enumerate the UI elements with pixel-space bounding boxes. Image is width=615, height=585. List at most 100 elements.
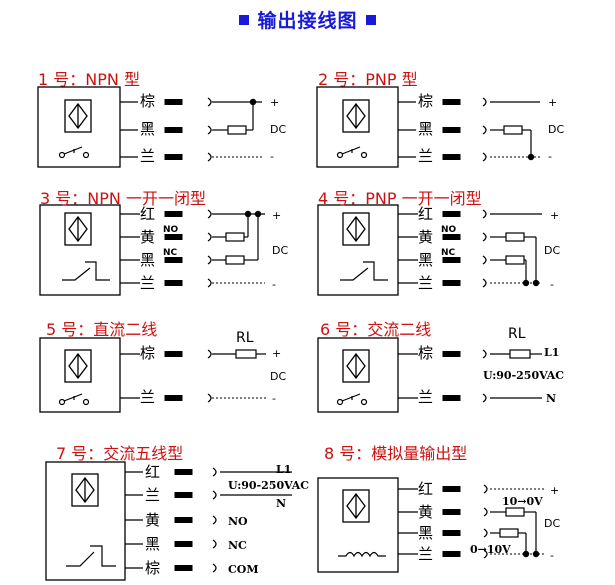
- s4-w3-socket-icon: [482, 278, 487, 288]
- s7-no: NO: [228, 515, 248, 528]
- s8-range-bottom: 0→10V: [470, 543, 511, 556]
- s8-minus: -: [550, 549, 554, 562]
- s1-w2-socket-icon: [207, 152, 212, 162]
- s8-w2-plug-icon: [442, 530, 461, 536]
- s6-switch-blade: [341, 393, 361, 402]
- s3-w1-socket-icon: [207, 232, 212, 242]
- s6-switch-b: [360, 398, 368, 406]
- s3-nc: NC: [163, 248, 178, 258]
- s1-wire-blue: 兰: [140, 147, 156, 165]
- s7-w3-plug-icon: [174, 541, 193, 547]
- s7-w1-socket-icon: [212, 490, 217, 500]
- page-title-bar: 输出接线图: [0, 6, 615, 33]
- s5-w1-socket-icon: [207, 393, 212, 403]
- s5-w0-plug-icon: [164, 351, 183, 357]
- s3-nc-resistor-icon: [225, 255, 245, 265]
- s2-resistor-icon: [503, 125, 523, 135]
- s5-load-resistor-icon: [235, 349, 257, 359]
- s8-w3-socket-icon: [483, 549, 488, 559]
- s1-w0-socket-icon: [207, 97, 212, 107]
- s2-w2-plug-icon: [442, 154, 461, 160]
- section-4-title: 4 号：PNP 一开一闭型: [318, 189, 482, 208]
- s3-wire-blue: 兰: [140, 274, 156, 292]
- s4-plus: +: [550, 209, 560, 222]
- s3-no-resistor-icon: [225, 232, 245, 242]
- s5-plus: +: [272, 347, 282, 360]
- s3-wire-red: 红: [140, 205, 156, 223]
- s4-w2-plug-icon: [442, 257, 461, 263]
- s7-wire-brown: 棕: [145, 559, 161, 577]
- s6-w1-plug-icon: [442, 395, 461, 401]
- s3-w0-socket-icon: [207, 209, 212, 219]
- s3-w2-socket-icon: [207, 255, 212, 265]
- s7-wire-black: 黑: [145, 535, 161, 553]
- s4-w3-plug-icon: [442, 280, 461, 286]
- s7-w2-socket-icon: [212, 515, 217, 525]
- s1-switch-a: [58, 151, 66, 159]
- s3-w3-socket-icon: [207, 278, 212, 288]
- s5-switch-a: [58, 398, 66, 406]
- s8-b-resistor-icon: [499, 528, 519, 538]
- s4-no-resistor-icon: [505, 232, 525, 242]
- s7-w1-plug-icon: [174, 492, 193, 498]
- s7-w4-plug-icon: [174, 565, 193, 571]
- s7-wire-yellow: 黄: [145, 511, 161, 529]
- s4-wire-yellow: 黄: [418, 228, 434, 246]
- s1-w2-plug-icon: [164, 154, 183, 160]
- s3-plus: +: [272, 209, 282, 222]
- s7-w4-socket-icon: [212, 563, 217, 573]
- s2-wire-black: 黑: [418, 120, 434, 138]
- s4-w0-plug-icon: [442, 211, 461, 217]
- s8-w1-plug-icon: [442, 509, 461, 515]
- s8-w3-plug-icon: [442, 551, 461, 557]
- s7-com: COM: [228, 563, 259, 576]
- s7-l1: L1: [276, 463, 292, 476]
- s7-w3-socket-icon: [212, 539, 217, 549]
- s4-w2-socket-icon: [482, 255, 487, 265]
- s8-w1-socket-icon: [483, 507, 488, 517]
- s4-switch-changeover: [340, 261, 388, 281]
- s6-w0-plug-icon: [442, 351, 461, 357]
- s3-w2-plug-icon: [164, 257, 183, 263]
- s4-dc: DC: [544, 244, 561, 257]
- s1-plus: +: [270, 96, 280, 109]
- section-2-title: 2 号：PNP 型: [318, 70, 418, 89]
- s4-wire-black: 黑: [418, 251, 434, 269]
- s7-wire-red: 红: [145, 463, 161, 481]
- s3-switch-changeover: [62, 261, 110, 281]
- s4-w0-socket-icon: [482, 209, 487, 219]
- s4-minus: -: [550, 278, 554, 291]
- title-square-right-icon: [365, 14, 376, 25]
- s5-w1-plug-icon: [164, 395, 183, 401]
- s2-w0-plug-icon: [442, 99, 461, 105]
- s6-load-resistor-icon: [509, 349, 531, 359]
- s2-switch-a: [336, 151, 344, 159]
- s7-n: N: [276, 497, 287, 510]
- s3-w0-plug-icon: [164, 211, 183, 217]
- s1-w1-plug-icon: [164, 127, 183, 133]
- s3-no: NO: [163, 225, 179, 235]
- s6-w0-socket-icon: [482, 349, 487, 359]
- s7-switch-changeover: [66, 545, 116, 567]
- section-7-title: 7 号：交流五线型: [56, 444, 184, 463]
- s4-no: NO: [441, 225, 457, 235]
- s2-switch-blade: [341, 146, 361, 155]
- s8-dc: DC: [544, 517, 561, 530]
- s4-nc: NC: [441, 248, 456, 258]
- s3-wire-black: 黑: [140, 251, 156, 269]
- s4-nc-resistor-icon: [505, 255, 525, 265]
- s1-switch-b: [82, 151, 90, 159]
- s6-load-label: RL: [508, 326, 526, 342]
- s8-y-resistor-icon: [505, 507, 525, 517]
- s3-w3-plug-icon: [164, 280, 183, 286]
- s1-dc: DC: [270, 123, 287, 136]
- s3-wire-yellow: 黄: [140, 228, 156, 246]
- section-3-title: 3 号：NPN 一开一闭型: [40, 189, 206, 208]
- s1-minus: -: [270, 150, 274, 163]
- s8-plus: +: [550, 484, 560, 497]
- s7-voltage: U:90-250VAC: [228, 479, 310, 492]
- s6-switch-a: [336, 398, 344, 406]
- s6-wire-brown: 棕: [418, 344, 434, 362]
- s4-wire-blue: 兰: [418, 274, 434, 292]
